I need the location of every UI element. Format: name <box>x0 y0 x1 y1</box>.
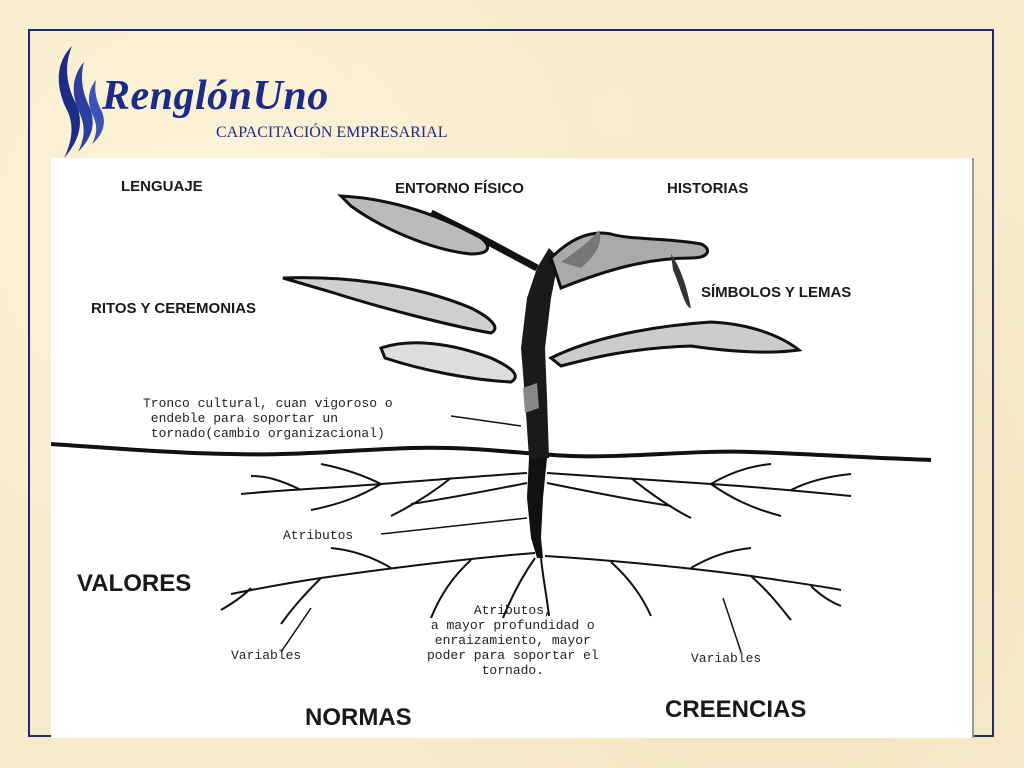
upper-roots <box>240 463 852 519</box>
logo: RenglónUno CAPACITACIÓN EMPRESARIAL <box>50 42 450 162</box>
lower-roots <box>220 547 842 625</box>
leaf-right <box>548 320 803 368</box>
leaf-left <box>282 276 497 335</box>
label-normas: NORMAS <box>305 704 412 731</box>
label-ritos-ceremonias: RITOS Y CEREMONIAS <box>91 300 257 317</box>
label-valores: VALORES <box>77 570 192 597</box>
main-root <box>527 458 547 558</box>
trunk <box>521 248 559 458</box>
logo-swoosh-icon <box>58 46 104 158</box>
ground-line <box>51 442 932 462</box>
annotation-atributos-top: Atributos <box>283 528 354 543</box>
diagram-panel: LENGUAJE ENTORNO FÍSICO HISTORIAS RITOS … <box>51 158 974 738</box>
label-lenguaje: LENGUAJE <box>121 178 203 195</box>
brand-tagline: CAPACITACIÓN EMPRESARIAL <box>216 124 448 141</box>
pointer-lines <box>280 415 742 653</box>
annotation-variables-left: Variables <box>231 648 302 663</box>
label-entorno-fisico: ENTORNO FÍSICO <box>395 180 524 197</box>
leaf-upper-left <box>337 194 489 256</box>
annotation-variables-right: Variables <box>691 651 762 666</box>
leaf-lower-left <box>379 341 517 384</box>
label-creencias: CREENCIAS <box>665 696 807 723</box>
plant-illustration <box>51 194 932 653</box>
label-simbolos-lemas: SÍMBOLOS Y LEMAS <box>701 284 852 301</box>
annotation-tronco-cultural: Tronco cultural, cuan vigoroso o endeble… <box>143 396 393 441</box>
brand-name: RenglónUno <box>102 73 329 119</box>
label-historias: HISTORIAS <box>667 180 749 197</box>
annotation-atributos-bottom: Atributos, a mayor profundidad o enraiza… <box>427 603 599 678</box>
